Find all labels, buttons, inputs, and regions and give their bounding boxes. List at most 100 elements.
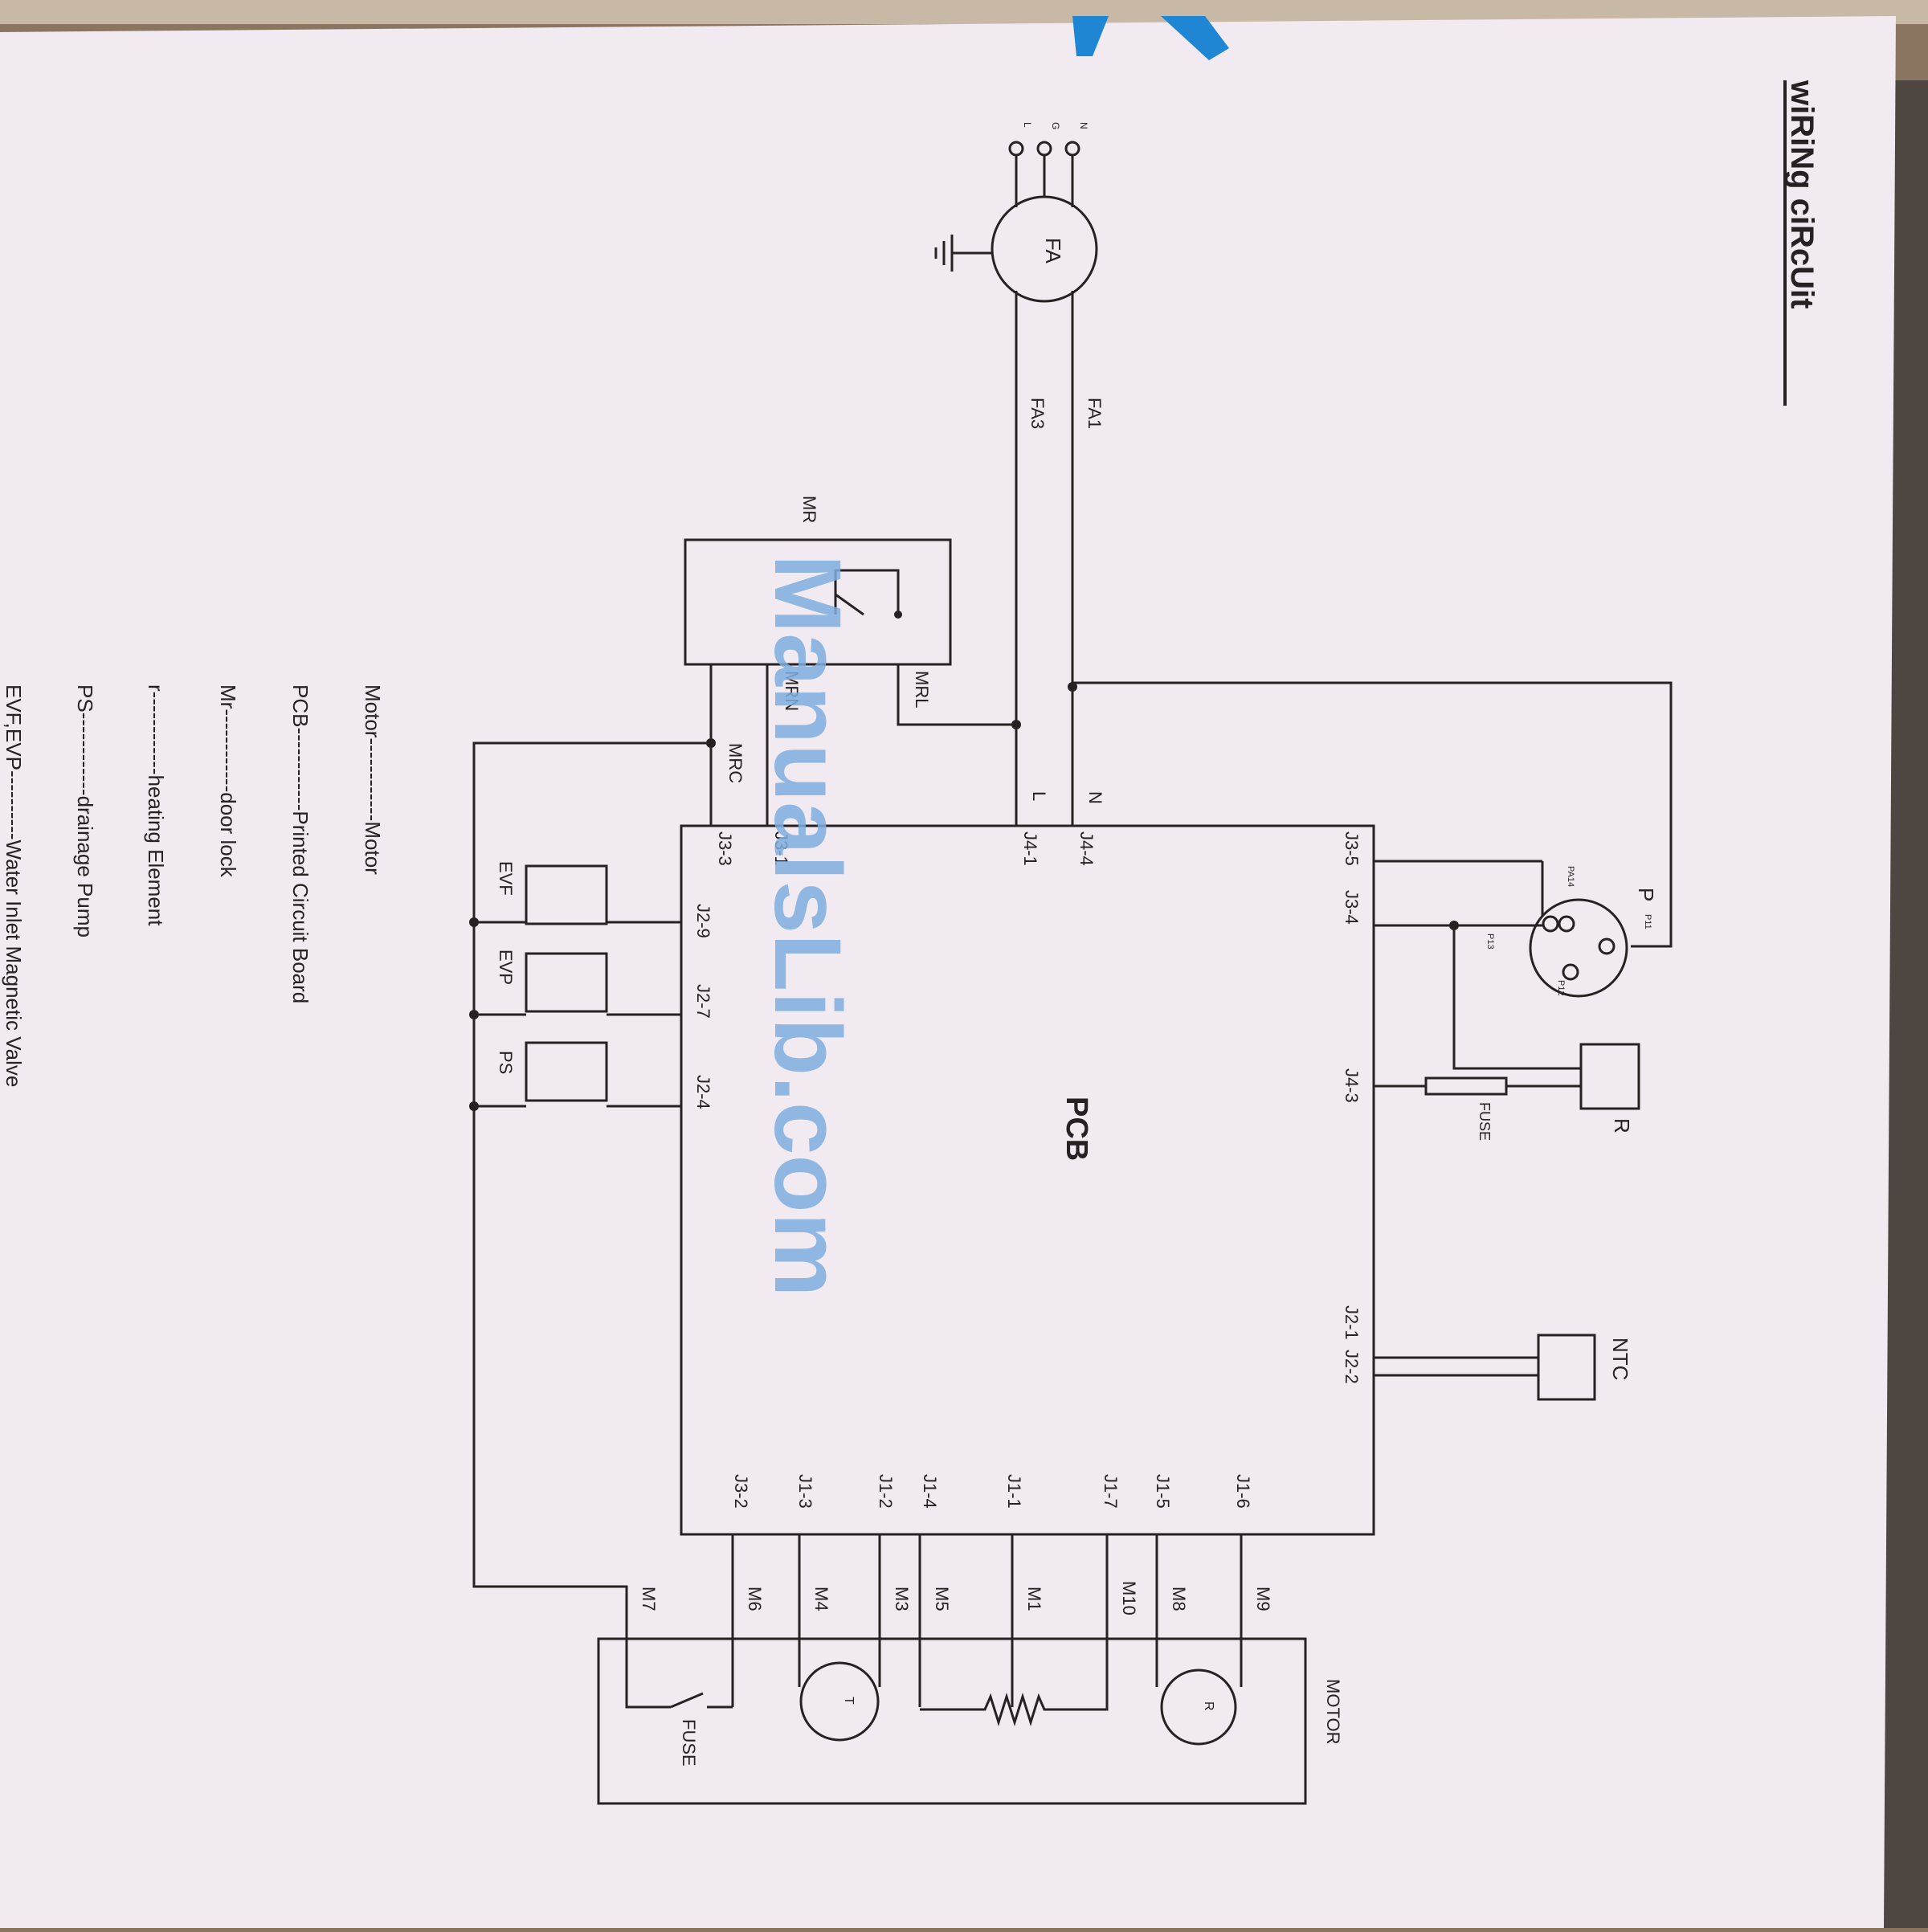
- p12-label: P12: [1556, 980, 1566, 996]
- legend-key-mr: Mr: [216, 684, 240, 709]
- m4-label: M4: [811, 1587, 831, 1611]
- motor-tacho: [799, 1661, 880, 1742]
- p11-terminal: [1598, 937, 1616, 955]
- legend-key-ps: PS: [73, 684, 97, 713]
- junction-evf: [469, 917, 479, 927]
- legend-item-r: r------------heating Element: [144, 684, 168, 926]
- legend-dash-motor: ------------: [361, 737, 385, 821]
- diagram-content: wiRiNg ciRcUit PCB FA N G L FA1 FA3 N L …: [2, 80, 1820, 1805]
- legend-item-pcb: PCB------------Printed Circuit Board: [288, 684, 312, 1003]
- mrn-label: MRN: [782, 671, 802, 711]
- wire-heater-a: [1452, 925, 1581, 1070]
- junction-n: [1068, 682, 1077, 692]
- fa3-label: FA3: [1027, 398, 1048, 429]
- lock-contact: [834, 569, 900, 615]
- legend-dash-pcb: ------------: [288, 727, 312, 811]
- diagram-title: wiRiNg ciRcUit: [1784, 80, 1820, 308]
- legend-desc-motor: Motor: [361, 821, 385, 875]
- junction-ps: [469, 1101, 479, 1111]
- legend-dash-mr: ------------: [216, 709, 240, 792]
- j27-label: J2-7: [693, 984, 713, 1019]
- p-label: P: [1634, 888, 1658, 901]
- j12-label: J1-2: [876, 1474, 896, 1509]
- legend-key-pcb: PCB: [288, 684, 312, 727]
- r-label: R: [1610, 1118, 1634, 1133]
- legend-key-r: r: [144, 684, 168, 692]
- legend-dash-r: ------------: [144, 692, 168, 775]
- m10-label: M10: [1119, 1581, 1139, 1615]
- motor-field-coil: [920, 1692, 1109, 1727]
- j35-label: J3-5: [1342, 831, 1362, 866]
- pcb-label: PCB: [1060, 1097, 1093, 1161]
- mr-label: MR: [799, 496, 819, 523]
- motor-fuse-switch: [670, 1692, 704, 1709]
- motor-fuse-label: FUSE: [679, 1719, 699, 1767]
- n-wire-label: N: [1085, 791, 1105, 804]
- fa-label: FA: [1041, 238, 1065, 263]
- rotor-label: R: [1202, 1701, 1215, 1711]
- mains-l-label: L: [1022, 122, 1033, 128]
- j44-label: J4-4: [1076, 831, 1097, 866]
- ntc-label: NTC: [1608, 1338, 1632, 1380]
- mains-l-terminal: [1008, 141, 1024, 157]
- legend-item-ps: PS------------drainage Pump: [73, 684, 97, 937]
- mains-g-terminal: [1036, 141, 1052, 157]
- legend-desc-pcb: Printed Circuit Board: [288, 811, 312, 1003]
- motor-box: [597, 1637, 1307, 1805]
- j13-label: J1-3: [795, 1474, 815, 1509]
- legend-key-motor: Motor: [361, 684, 385, 738]
- lock-switch: [835, 593, 864, 616]
- legend-item-ev: EVF,EVP----------Water Inlet Magnetic Va…: [2, 684, 26, 1087]
- m5-label: M5: [932, 1587, 952, 1611]
- ps-label: PS: [496, 1051, 516, 1074]
- pcb-box: [680, 824, 1375, 1536]
- j17-label: J1-7: [1101, 1474, 1121, 1509]
- j11-label: J1-1: [1004, 1474, 1024, 1509]
- heater-fuse: [1424, 1076, 1508, 1096]
- motor-label: MOTOR: [1323, 1679, 1343, 1744]
- j43-label: J4-3: [1342, 1068, 1362, 1103]
- ntc-sensor: [1537, 1334, 1596, 1401]
- tacho-label: T: [842, 1697, 856, 1705]
- j34-label: J3-4: [1342, 890, 1362, 925]
- legend-item-mr: Mr------------door lock: [216, 684, 240, 878]
- evf-label: EVF: [496, 861, 516, 896]
- legend-key-ev: EVF,EVP: [2, 684, 26, 770]
- wire-mrl: [897, 664, 1016, 726]
- p11-label: P11: [1643, 914, 1652, 929]
- m7-label: M7: [639, 1587, 659, 1611]
- legend-desc-r: heating Element: [144, 775, 168, 927]
- j22-label: J2-2: [1342, 1350, 1362, 1384]
- p12-terminal: [1562, 963, 1579, 981]
- j16-label: J1-6: [1233, 1474, 1253, 1509]
- evp-label: EVP: [496, 950, 516, 985]
- j31-label: J3-1: [771, 831, 791, 866]
- wire-n-to-p: [1072, 681, 1673, 948]
- mrc-label: MRC: [725, 743, 745, 783]
- m6-label: M6: [745, 1587, 765, 1611]
- evp-valve: [525, 952, 608, 1013]
- heater-r: [1579, 1043, 1640, 1110]
- legend-desc-mr: door lock: [216, 792, 240, 877]
- legend-desc-ps: drainage Pump: [73, 796, 97, 937]
- j15-label: J1-5: [1153, 1474, 1173, 1509]
- junction-l: [1011, 720, 1021, 729]
- p14-label: PA14: [1566, 866, 1575, 887]
- j33-label: J3-3: [715, 831, 735, 866]
- j14-label: J1-4: [920, 1474, 940, 1509]
- junction-evp: [469, 1010, 479, 1019]
- mains-n-terminal: [1064, 141, 1080, 157]
- watermark: ManualsLib.com: [754, 554, 860, 1297]
- j41-label: J4-1: [1020, 831, 1040, 866]
- p13-label: P13: [1485, 933, 1495, 950]
- mains-g-label: G: [1050, 122, 1061, 129]
- m1-label: M1: [1024, 1587, 1044, 1611]
- p14-terminal: [1558, 915, 1575, 933]
- lock-node: [894, 611, 902, 619]
- mains-n-label: N: [1078, 122, 1089, 129]
- pressure-switch: [1529, 898, 1628, 998]
- legend-desc-ev: Water Inlet Magnetic Valve: [2, 840, 26, 1088]
- drain-pump: [525, 1041, 608, 1102]
- l-wire-label: L: [1029, 791, 1049, 801]
